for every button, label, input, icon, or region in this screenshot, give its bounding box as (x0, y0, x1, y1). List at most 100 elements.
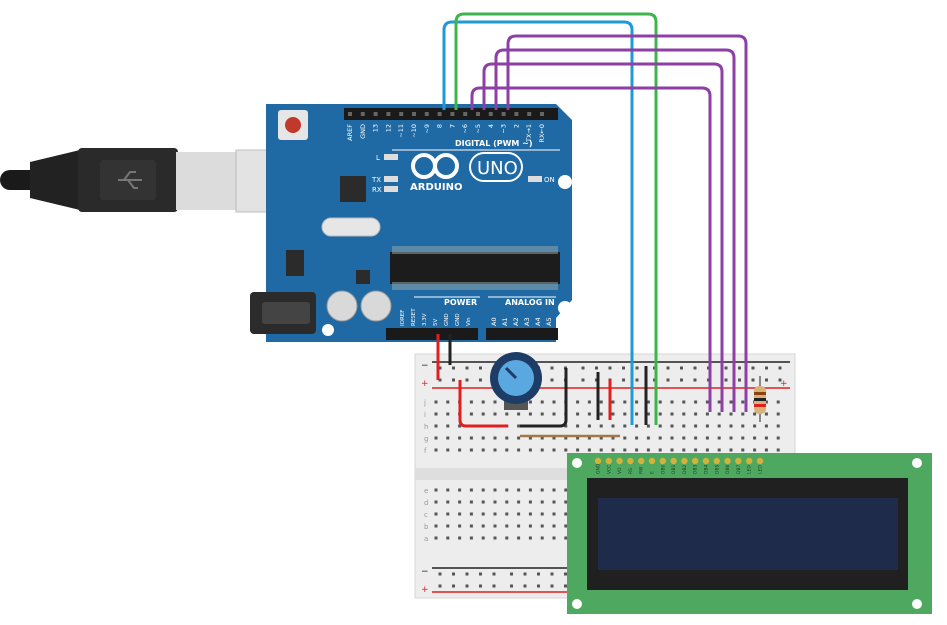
lcd-pin[interactable] (713, 457, 720, 465)
breadboard-hole[interactable] (646, 412, 650, 416)
breadboard-hole[interactable] (741, 424, 745, 428)
rail-hole[interactable] (465, 584, 469, 588)
breadboard-hole[interactable] (753, 436, 757, 440)
lcd-pin[interactable] (648, 457, 656, 465)
digital-pin-socket[interactable] (488, 112, 493, 116)
breadboard-hole[interactable] (611, 424, 615, 428)
breadboard-hole[interactable] (658, 412, 662, 416)
breadboard-hole[interactable] (481, 536, 485, 540)
digital-pin-socket[interactable] (501, 112, 506, 116)
breadboard-hole[interactable] (552, 536, 556, 540)
rail-hole[interactable] (680, 366, 683, 370)
breadboard-hole[interactable] (646, 436, 650, 440)
rail-hole[interactable] (452, 366, 455, 370)
breadboard-hole[interactable] (446, 400, 450, 404)
breadboard-hole[interactable] (458, 436, 462, 440)
breadboard-hole[interactable] (517, 524, 521, 528)
breadboard-hole[interactable] (705, 400, 709, 404)
breadboard-hole[interactable] (564, 512, 568, 516)
rail-hole[interactable] (778, 378, 782, 382)
breadboard-hole[interactable] (540, 488, 544, 492)
breadboard-hole[interactable] (505, 524, 509, 528)
rail-hole[interactable] (564, 572, 567, 576)
breadboard-hole[interactable] (528, 512, 532, 516)
rail-hole[interactable] (693, 366, 697, 370)
breadboard-hole[interactable] (623, 412, 627, 416)
breadboard-hole[interactable] (481, 436, 485, 440)
breadboard-hole[interactable] (587, 436, 591, 440)
breadboard-hole[interactable] (599, 436, 603, 440)
breadboard-hole[interactable] (764, 412, 768, 416)
breadboard-hole[interactable] (517, 412, 521, 416)
breadboard-hole[interactable] (682, 448, 686, 452)
breadboard-hole[interactable] (540, 512, 544, 516)
lcd-pin[interactable] (724, 457, 731, 465)
breadboard-hole[interactable] (764, 436, 768, 440)
lcd-pin[interactable] (616, 457, 623, 465)
rail-hole[interactable] (581, 366, 585, 370)
breadboard-hole[interactable] (493, 524, 497, 528)
breadboard-hole[interactable] (434, 524, 438, 528)
breadboard-hole[interactable] (481, 400, 485, 404)
breadboard-hole[interactable] (458, 500, 462, 504)
breadboard-hole[interactable] (705, 412, 709, 416)
breadboard-hole[interactable] (576, 400, 580, 404)
breadboard-hole[interactable] (493, 400, 497, 404)
breadboard-hole[interactable] (753, 424, 757, 428)
breadboard-hole[interactable] (694, 424, 698, 428)
breadboard-hole[interactable] (493, 536, 497, 540)
rail-hole[interactable] (765, 366, 768, 370)
rail-hole[interactable] (523, 572, 527, 576)
digital-pin-socket[interactable] (540, 112, 544, 116)
breadboard-hole[interactable] (517, 536, 521, 540)
breadboard-hole[interactable] (517, 512, 521, 516)
rail-hole[interactable] (479, 366, 482, 370)
breadboard-hole[interactable] (682, 424, 686, 428)
breadboard-hole[interactable] (540, 448, 544, 452)
breadboard-hole[interactable] (493, 512, 497, 516)
lcd-pin[interactable] (735, 457, 742, 465)
breadboard-hole[interactable] (705, 448, 709, 452)
breadboard-hole[interactable] (753, 448, 757, 452)
rail-hole[interactable] (666, 378, 670, 382)
breadboard-hole[interactable] (776, 412, 780, 416)
breadboard-hole[interactable] (458, 448, 462, 452)
breadboard-hole[interactable] (741, 436, 745, 440)
breadboard-hole[interactable] (670, 424, 674, 428)
breadboard-hole[interactable] (611, 436, 615, 440)
breadboard-hole[interactable] (658, 436, 662, 440)
rail-hole[interactable] (608, 366, 612, 370)
breadboard-hole[interactable] (729, 448, 733, 452)
breadboard-hole[interactable] (552, 512, 556, 516)
rail-hole[interactable] (581, 378, 585, 382)
breadboard-hole[interactable] (635, 424, 639, 428)
breadboard-hole[interactable] (540, 436, 544, 440)
breadboard-hole[interactable] (552, 412, 556, 416)
breadboard-hole[interactable] (493, 412, 497, 416)
breadboard-hole[interactable] (587, 400, 591, 404)
breadboard-hole[interactable] (717, 424, 721, 428)
breadboard-hole[interactable] (576, 448, 580, 452)
breadboard-hole[interactable] (469, 524, 473, 528)
breadboard-hole[interactable] (481, 524, 485, 528)
breadboard-hole[interactable] (552, 488, 556, 492)
breadboard-hole[interactable] (434, 448, 438, 452)
breadboard-hole[interactable] (764, 400, 768, 404)
breadboard-hole[interactable] (564, 424, 568, 428)
breadboard-hole[interactable] (434, 436, 438, 440)
breadboard-hole[interactable] (481, 412, 485, 416)
breadboard-hole[interactable] (646, 424, 650, 428)
breadboard-hole[interactable] (564, 488, 568, 492)
breadboard-hole[interactable] (528, 400, 532, 404)
wire-blue[interactable] (442, 20, 634, 425)
breadboard-hole[interactable] (469, 400, 473, 404)
breadboard-hole[interactable] (670, 436, 674, 440)
breadboard-hole[interactable] (694, 400, 698, 404)
breadboard-hole[interactable] (505, 500, 509, 504)
breadboard-hole[interactable] (705, 436, 709, 440)
breadboard-hole[interactable] (564, 448, 568, 452)
digital-pin-socket[interactable] (360, 112, 365, 116)
breadboard-hole[interactable] (493, 488, 497, 492)
rail-hole[interactable] (765, 378, 768, 382)
